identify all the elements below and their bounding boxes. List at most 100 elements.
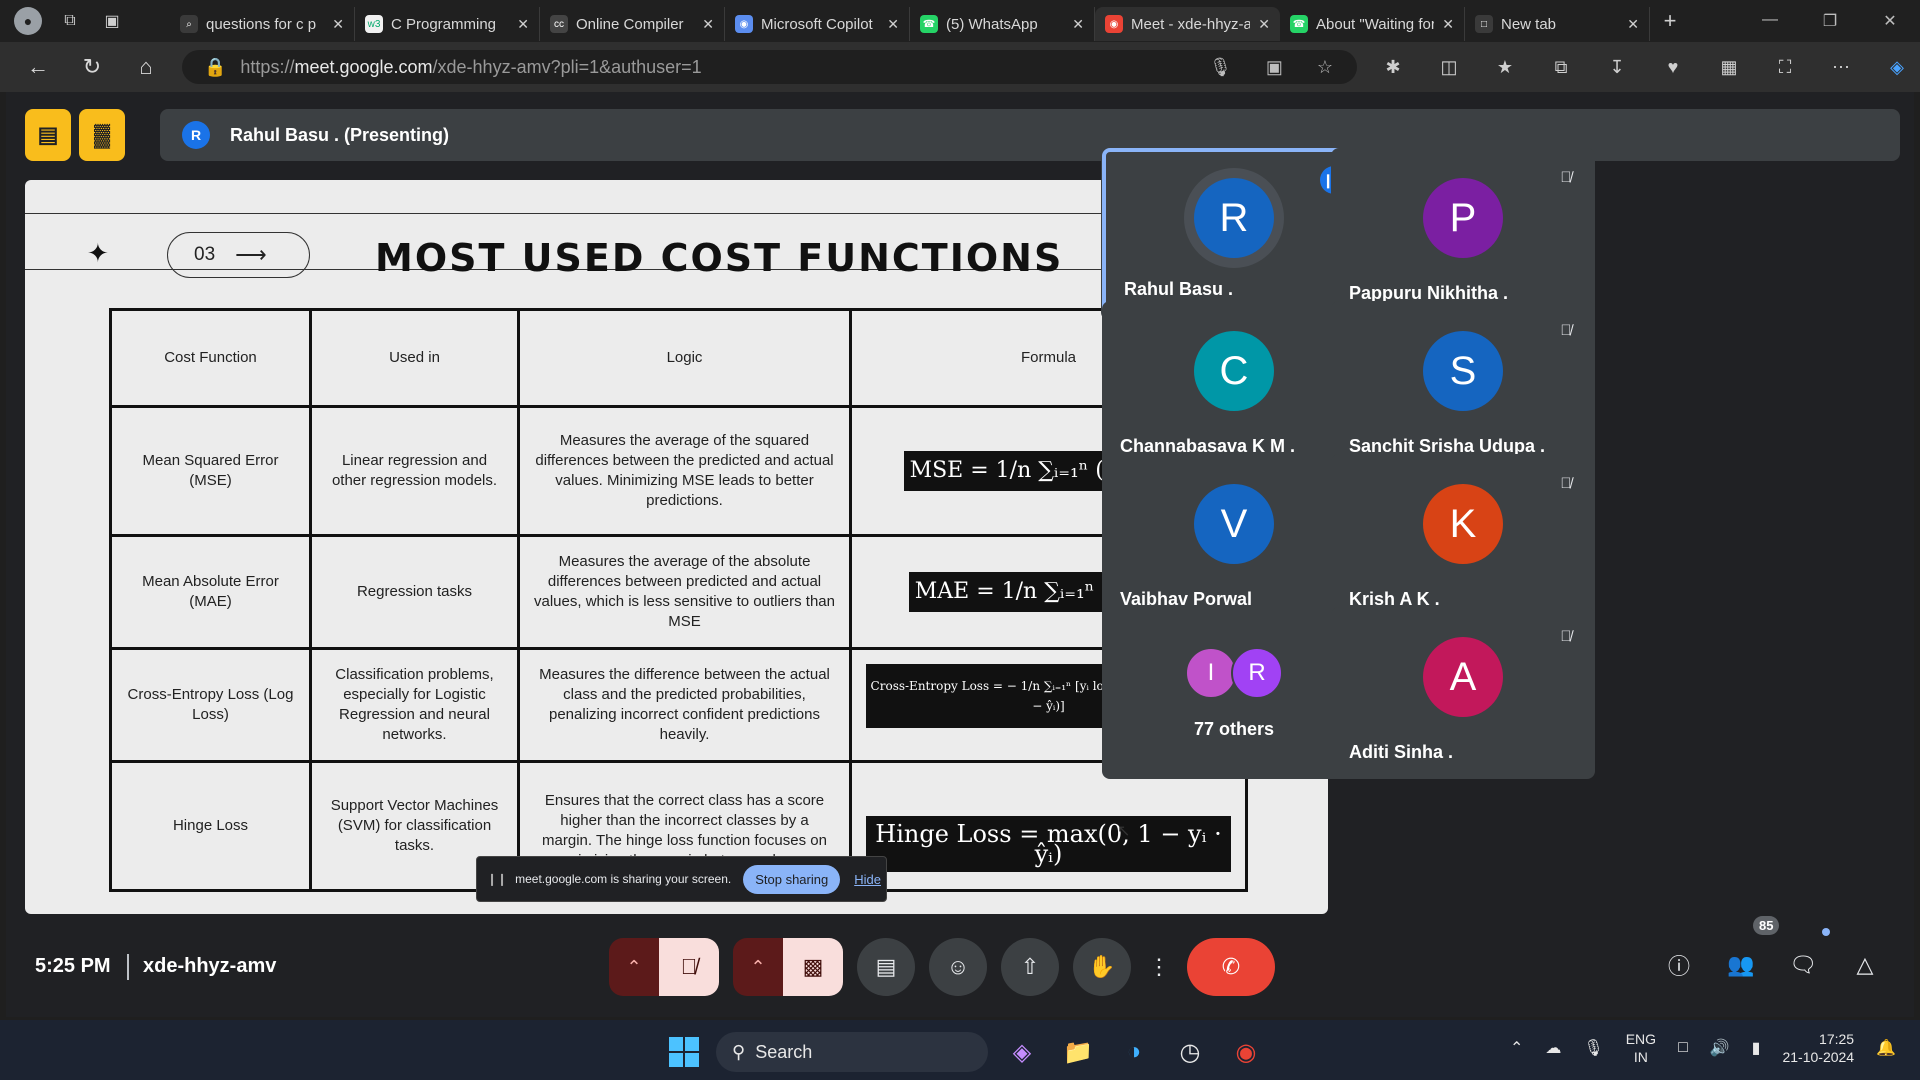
logic-cell: Ensures that the correct class has a sco…	[542, 792, 827, 861]
whatsapp-favicon-icon: ☎	[920, 15, 938, 33]
back-icon[interactable]: ←	[27, 54, 49, 79]
browser-tab[interactable]: □New tab✕	[1465, 7, 1650, 41]
raise-hand-icon[interactable]: ✋	[1073, 938, 1131, 996]
clock-app-icon[interactable]: ◷	[1179, 1038, 1201, 1066]
split-screen-icon[interactable]: ◫	[1440, 56, 1458, 77]
browser-tab[interactable]: ◉Meet - xde-hhyz-amv✕	[1095, 7, 1280, 41]
leave-call-button[interactable]: ✆	[1187, 938, 1275, 996]
close-tab-icon[interactable]: ✕	[702, 15, 714, 32]
emoji-reaction-icon[interactable]: ☺	[929, 938, 987, 996]
taskbar-search-box[interactable]: ⚲ Search	[716, 1032, 988, 1072]
system-clock[interactable]: 17:25 21-10-2024	[1782, 1030, 1854, 1066]
browser-tab[interactable]: ☎(5) WhatsApp✕	[910, 7, 1095, 41]
performance-icon[interactable]: ♥	[1667, 56, 1679, 77]
avatar: V	[1194, 484, 1274, 564]
extensions-icon[interactable]: ✱	[1385, 56, 1401, 77]
collections-icon[interactable]: ⧉	[1554, 56, 1568, 77]
url-path: /xde-hhyz-amv?pli=1&authuser=1	[432, 56, 702, 77]
copilot-app-icon[interactable]: ◈	[1012, 1038, 1032, 1066]
stop-sharing-button[interactable]: Stop sharing	[743, 864, 841, 894]
people-icon[interactable]: 👥	[1727, 952, 1755, 977]
meeting-info-icon[interactable]: ⓘ	[1667, 954, 1690, 979]
favorite-star-icon[interactable]: ☆	[1316, 56, 1333, 77]
url-field[interactable]: 🔒 https://meet.google.com/xde-hhyz-amv?p…	[182, 50, 1357, 84]
apps-icon[interactable]: ▦	[1720, 56, 1738, 77]
browser-tab[interactable]: ◉Microsoft Copilot✕	[725, 7, 910, 41]
present-screen-icon[interactable]: ⇧	[1001, 938, 1059, 996]
restore-button[interactable]: ❐	[1822, 13, 1838, 30]
video-settings-chevron-icon[interactable]: ⌃	[733, 938, 783, 996]
layout-toggle-icon[interactable]: ▤	[25, 109, 71, 161]
close-window-button[interactable]: ✕	[1883, 13, 1897, 30]
downloads-icon[interactable]: ↧	[1609, 56, 1625, 77]
microphone-permission-icon[interactable]: 🎙	[1208, 56, 1232, 77]
show-hidden-icons-chevron-icon[interactable]: ⌃	[1510, 1040, 1524, 1057]
windows-start-icon[interactable]	[664, 1032, 704, 1072]
chrome-browser-icon[interactable]: ◉	[1235, 1038, 1257, 1066]
file-explorer-icon[interactable]: 📁	[1063, 1038, 1093, 1066]
avatar: C	[1194, 331, 1274, 411]
cost-function-name: Hinge Loss	[109, 760, 312, 892]
workspaces-icon[interactable]: ⧉	[64, 12, 76, 29]
volume-icon[interactable]: 🔊	[1709, 1040, 1730, 1057]
close-tab-icon[interactable]: ✕	[1627, 15, 1639, 32]
language-indicator[interactable]: ENG IN	[1626, 1030, 1656, 1066]
close-tab-icon[interactable]: ✕	[1258, 15, 1270, 32]
more-options-icon[interactable]: ⋮	[1148, 954, 1170, 979]
favorites-icon[interactable]: ★	[1496, 56, 1514, 77]
lock-icon[interactable]: 🔒	[204, 56, 227, 77]
microphone-tray-icon[interactable]: 🎙	[1583, 1040, 1604, 1057]
captions-icon[interactable]: ▤	[857, 938, 915, 996]
notification-bell-icon[interactable]: 🔔	[1876, 1040, 1897, 1057]
participant-name: Rahul Basu .	[1124, 279, 1234, 299]
microphone-muted-icon: 🎙̸	[1560, 168, 1572, 186]
close-tab-icon[interactable]: ✕	[1072, 15, 1084, 32]
search-icon: ⚲	[732, 1041, 746, 1062]
onedrive-icon[interactable]: ☁	[1545, 1040, 1562, 1057]
network-icon[interactable]: □	[1678, 1039, 1688, 1056]
refresh-icon[interactable]: ↻	[82, 54, 102, 79]
copilot-icon[interactable]: ◈	[1890, 56, 1904, 77]
close-tab-icon[interactable]: ✕	[887, 15, 899, 32]
screenshot-icon[interactable]: ⛶	[1778, 56, 1792, 77]
camera-off-icon[interactable]: ▩	[783, 938, 843, 996]
close-tab-icon[interactable]: ✕	[332, 15, 344, 32]
logic-cell: Measures the difference between the actu…	[517, 647, 852, 763]
tab-title: Online Compiler	[576, 15, 684, 33]
table-header-cell: Cost Function	[109, 308, 312, 408]
close-tab-icon[interactable]: ✕	[517, 15, 529, 32]
slide-title: MOST USED COST FUNCTIONS	[375, 236, 1064, 280]
cost-function-name: Mean Absolute Error (MAE)	[109, 534, 312, 650]
microphone-off-icon[interactable]: 🎙̸	[659, 938, 719, 996]
drag-handle-icon[interactable]: ❙❙	[487, 872, 508, 886]
tab-actions-icon[interactable]: ▣	[104, 13, 120, 30]
browser-tab[interactable]: ⌕questions for c p✕	[170, 7, 355, 41]
presentation-controls-icon[interactable]: ▓	[79, 109, 125, 161]
profile-icon[interactable]: ●	[14, 7, 42, 35]
battery-icon[interactable]: ▮	[1751, 1040, 1761, 1057]
camera-permission-icon[interactable]: ▣	[1265, 56, 1283, 77]
more-menu-icon[interactable]: ⋯	[1832, 56, 1850, 77]
hide-notice-link[interactable]: Hide	[854, 871, 881, 887]
edge-browser-icon[interactable]: ◑	[1126, 1038, 1142, 1065]
activities-icon[interactable]: △	[1856, 952, 1874, 977]
table-row: Hinge Loss Support Vector Machines (SVM)…	[109, 760, 1248, 892]
audio-settings-chevron-icon[interactable]: ⌃	[609, 938, 659, 996]
minimize-button[interactable]: —	[1762, 11, 1778, 28]
browser-tab[interactable]: ☎About "Waiting for✕	[1280, 7, 1465, 41]
new-tab-button[interactable]: +	[1663, 8, 1677, 33]
close-tab-icon[interactable]: ✕	[1442, 15, 1454, 32]
others-count-label: 77 others	[1193, 719, 1275, 739]
home-icon[interactable]: ⌂	[139, 54, 153, 79]
chat-icon[interactable]: 🗨	[1789, 952, 1817, 977]
